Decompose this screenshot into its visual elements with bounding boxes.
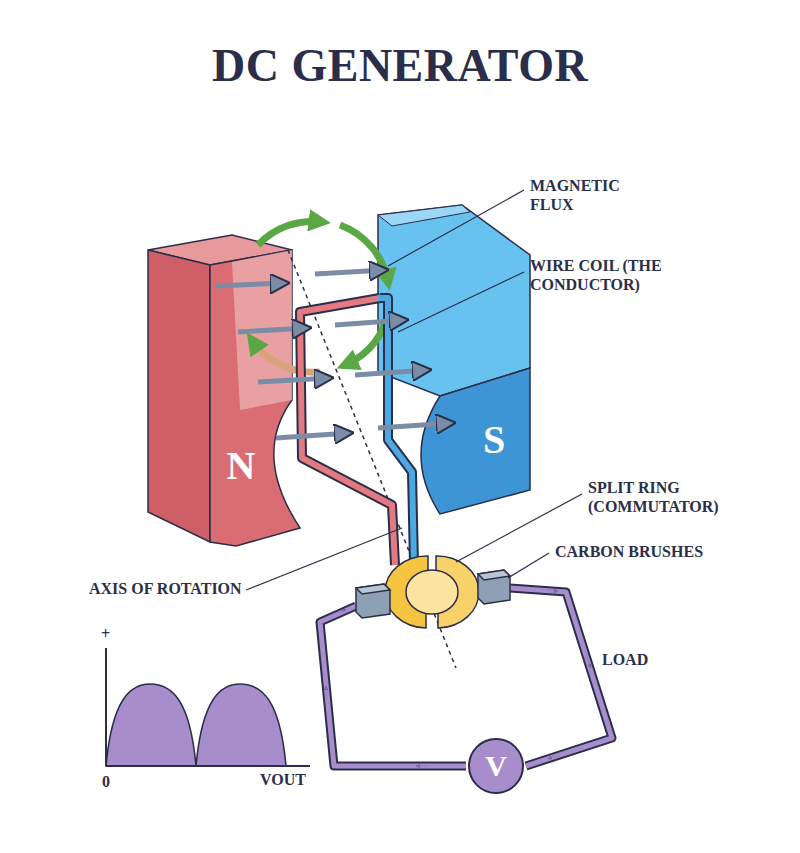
- ring-hole: [406, 570, 458, 614]
- brush-top: [356, 584, 390, 594]
- leader-line: [388, 190, 524, 266]
- flux-arrows: [215, 270, 452, 438]
- flux-arrow: [276, 433, 350, 438]
- split-ring-commutator: [385, 556, 479, 628]
- magnet-face: [421, 368, 530, 514]
- leader-line: [246, 528, 402, 590]
- current-arrow: [418, 766, 430, 767]
- output-graph: [106, 648, 310, 766]
- rotation-arrow: [252, 340, 320, 372]
- magnet-face: [378, 205, 530, 396]
- rotation-arrow: [258, 221, 322, 245]
- output-hump: [196, 684, 286, 766]
- magnet-top: [378, 205, 470, 226]
- voltmeter: V: [468, 738, 524, 794]
- magnet-pole-label: S: [472, 415, 516, 465]
- magnet-face: [210, 250, 300, 546]
- brush-top: [478, 570, 510, 580]
- flux-arrow: [215, 283, 286, 286]
- node-text: V: [485, 751, 507, 781]
- y-axis: [105, 648, 107, 766]
- north-magnet: [148, 235, 300, 546]
- coil-blue-side: [378, 298, 414, 565]
- part-label: AXIS OF ROTATION: [89, 579, 242, 598]
- axis-label: 0: [102, 772, 110, 791]
- flux-arrow: [355, 370, 428, 375]
- x-axis: [106, 765, 310, 767]
- flux-arrow: [258, 378, 330, 382]
- axis-label: VOUT: [260, 770, 306, 789]
- current-arrow: [550, 755, 560, 758]
- carbon-brush: [478, 570, 510, 604]
- title: DC GENERATOR: [212, 38, 588, 93]
- wire-coil: [300, 298, 414, 565]
- current-arrow: [335, 610, 344, 614]
- part-label: CARBON BRUSHES: [555, 542, 703, 561]
- flux-arrow: [335, 320, 405, 325]
- part-label: WIRE COIL (THE CONDUCTOR): [530, 256, 705, 294]
- part-label: SPLIT RING (COMMUTATOR): [588, 478, 728, 516]
- flux-arrow: [315, 270, 385, 274]
- node-text: S: [483, 420, 505, 460]
- current-arrow: [586, 652, 590, 666]
- flux-arrow: [378, 423, 452, 428]
- leader-line: [508, 553, 549, 578]
- leader-line: [398, 272, 524, 332]
- part-label: MAGNETIC FLUX: [530, 176, 630, 214]
- node-text: N: [227, 446, 256, 486]
- axis-label: +: [101, 624, 110, 643]
- magnet-pole-label: N: [219, 441, 263, 491]
- carbon-brushes: [356, 570, 510, 618]
- leader-lines: [246, 190, 582, 590]
- south-magnet: [378, 205, 530, 514]
- current-arrow: [326, 688, 327, 700]
- output-hump: [106, 684, 196, 766]
- magnet-side: [148, 250, 210, 542]
- part-label: LOAD: [602, 650, 648, 669]
- flux-arrow: [238, 328, 308, 332]
- current-arrow: [546, 590, 556, 591]
- carbon-brush: [356, 584, 390, 618]
